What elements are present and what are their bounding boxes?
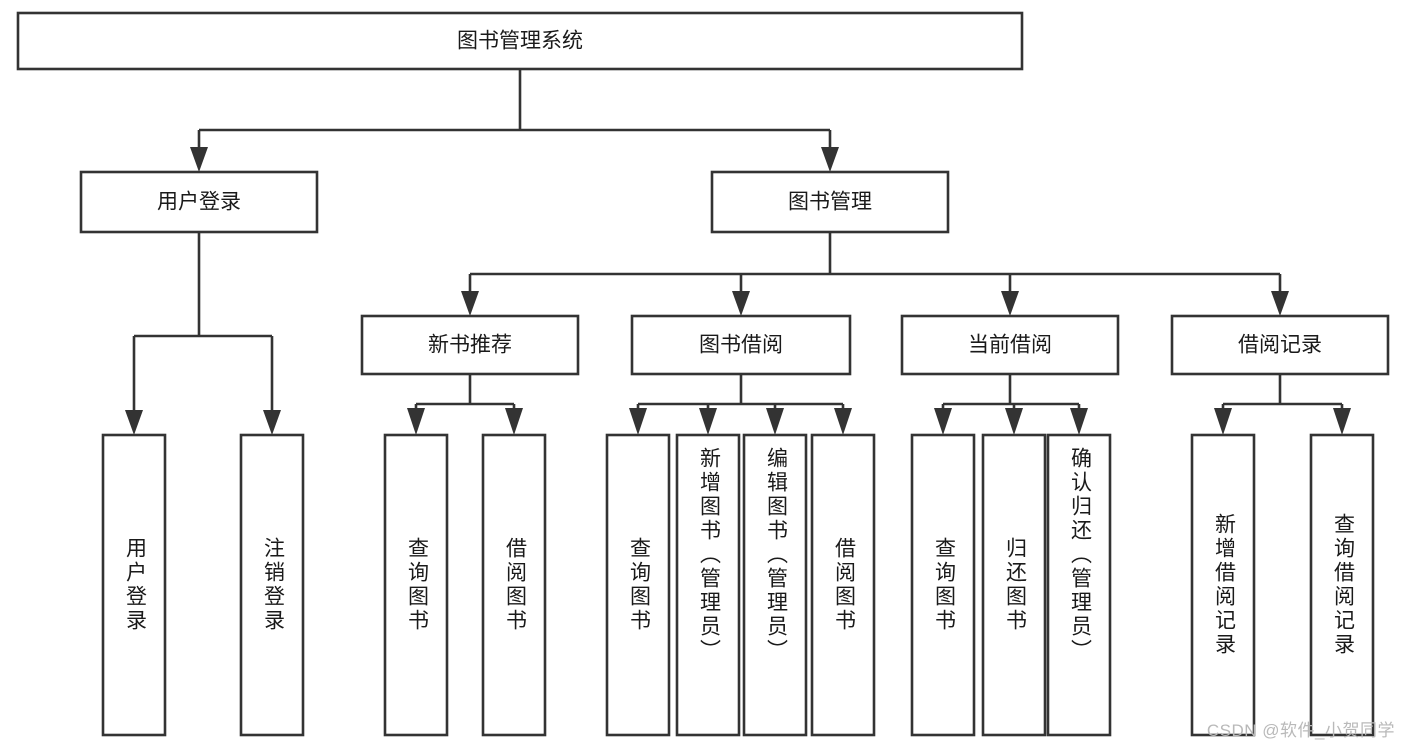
- leaf-query-book-b-box[interactable]: [605, 433, 671, 737]
- arrowhead-leaf-query-book-c: [934, 408, 952, 435]
- node-user-login-box[interactable]: [79, 170, 319, 234]
- node-current-borrow-box[interactable]: [900, 314, 1120, 376]
- arrowhead-current-borrow: [1001, 291, 1019, 316]
- leaf-logout-box[interactable]: [239, 433, 305, 737]
- arrowhead-leaf-add-book: [699, 408, 717, 435]
- node-user-login-label: 用户登录: [157, 191, 241, 214]
- leaf-user-login-box[interactable]: [101, 433, 167, 737]
- leaf-add-book-box[interactable]: [675, 433, 741, 737]
- node-root-label: 图书管理系统: [457, 30, 583, 53]
- node-book-management-label: 图书管理: [788, 191, 872, 214]
- leaf-query-book-a-box[interactable]: [383, 433, 449, 737]
- connector-layer: [125, 69, 1351, 435]
- arrowhead-leaf-add-record: [1214, 408, 1232, 435]
- leaf-borrow-book-b-box[interactable]: [810, 433, 876, 737]
- node-borrow-record-box[interactable]: [1170, 314, 1390, 376]
- leaf-return-book-box[interactable]: [981, 433, 1047, 737]
- arrowhead-new-book-rec: [461, 291, 479, 316]
- arrowhead-leaf-query-book-b: [629, 408, 647, 435]
- arrowhead-borrow-record: [1271, 291, 1289, 316]
- csdn-watermark: CSDN @软件_小贺同学: [1206, 721, 1395, 740]
- node-layer: 图书管理系统 用户登录 图书管理 新书推荐 图书借阅 当前借阅 借阅记录: [16, 11, 1390, 737]
- node-book-borrow-label: 图书借阅: [699, 334, 783, 357]
- node-root-box[interactable]: [16, 11, 1024, 71]
- arrowhead-user-login: [190, 147, 208, 172]
- arrowhead-leaf-query-record: [1333, 408, 1351, 435]
- arrowhead-leaf-return-book: [1005, 408, 1023, 435]
- node-new-book-recommend-box[interactable]: [360, 314, 580, 376]
- arrowhead-leaf-query-book-a: [407, 408, 425, 435]
- node-book-management-box[interactable]: [710, 170, 950, 234]
- arrowhead-leaf-user-login: [125, 410, 143, 435]
- arrowhead-leaf-borrow-book-a: [505, 408, 523, 435]
- node-current-borrow-label: 当前借阅: [968, 334, 1052, 357]
- arrowhead-leaf-logout: [263, 410, 281, 435]
- arrowhead-book-borrow: [732, 291, 750, 316]
- node-book-borrow-box[interactable]: [630, 314, 852, 376]
- leaf-confirm-return-box[interactable]: [1046, 433, 1112, 737]
- leaf-add-record-box[interactable]: [1190, 433, 1256, 737]
- arrowhead-book-mgmt: [821, 147, 839, 172]
- arrowhead-leaf-edit-book: [766, 408, 784, 435]
- leaf-query-book-c-box[interactable]: [910, 433, 976, 737]
- node-new-book-recommend-label: 新书推荐: [428, 334, 512, 357]
- arrowhead-leaf-confirm-return: [1070, 408, 1088, 435]
- arrowhead-leaf-borrow-book-b: [834, 408, 852, 435]
- leaf-borrow-book-a-box[interactable]: [481, 433, 547, 737]
- node-borrow-record-label: 借阅记录: [1238, 334, 1322, 357]
- leaf-query-record-box[interactable]: [1309, 433, 1375, 737]
- leaf-edit-book-box[interactable]: [742, 433, 808, 737]
